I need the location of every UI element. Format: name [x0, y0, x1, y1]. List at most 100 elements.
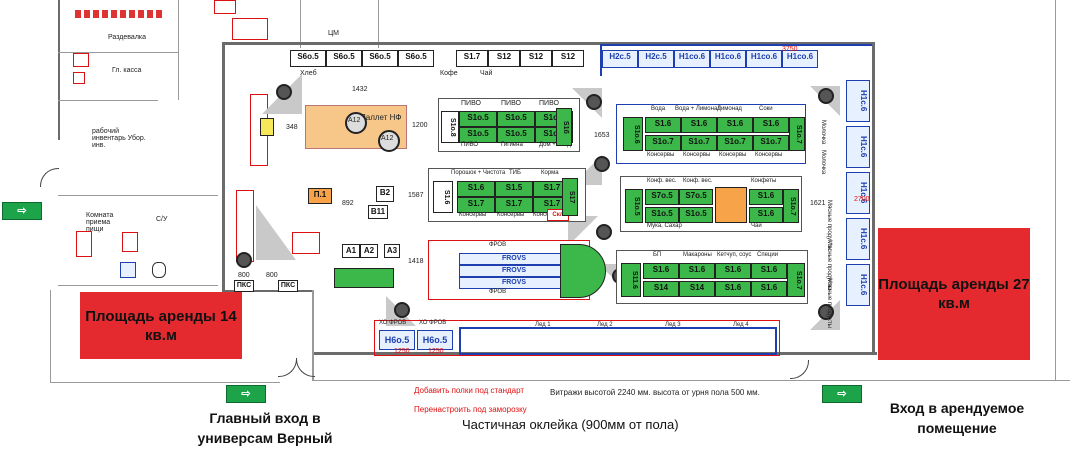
fixture-a12-2[interactable]	[378, 130, 400, 152]
water-r2-3[interactable]: S1o.7	[717, 135, 753, 151]
main-entrance-caption: Главный вход в универсам Верный	[197, 410, 333, 446]
fixture-a1[interactable]: A1	[342, 244, 360, 258]
water-header-1: Вода	[651, 106, 666, 112]
pasta-header-2: Макароны	[683, 252, 712, 258]
fruit-row-2[interactable]: FROVS	[459, 265, 569, 277]
fixture-a3[interactable]: A3	[384, 244, 400, 258]
water-r1-3[interactable]: S1.6	[717, 117, 753, 133]
pasta-r1-2[interactable]: S1.6	[679, 263, 715, 279]
candy-r2-3[interactable]: S1.6	[749, 207, 783, 223]
powder-r2-1[interactable]: S1.7	[457, 197, 495, 213]
fruit-row-1[interactable]: FROVS	[459, 253, 569, 265]
pasta-side-left[interactable]: S11.6	[621, 263, 641, 297]
candy-r1-1[interactable]: S7o.5	[645, 189, 679, 205]
fixture-tr-4[interactable]: H1co.6	[710, 50, 746, 68]
pasta-side-right[interactable]: S1o.7	[787, 263, 805, 297]
freezer-label-1: ХО ФРОВ	[379, 320, 407, 326]
water-side-right[interactable]: S1o.7	[789, 117, 805, 151]
pasta-r2-4[interactable]: S1.6	[751, 281, 787, 297]
freezer-unit-2[interactable]: H6o.5	[417, 330, 453, 350]
candy-block: Конф. вес. Конф. вес. Конфеты S7o.5 S7o.…	[620, 176, 802, 232]
checkout-2[interactable]	[292, 232, 320, 254]
fruit-row-3[interactable]: FROVS	[459, 277, 569, 289]
right-wall-1[interactable]: H1c.6	[846, 80, 870, 122]
top-right-row: H2c.5 H2c.5 H1co.6 H1co.6 H1co.6 H1co.6	[602, 50, 852, 70]
fixture-top-1[interactable]: S6o.5	[290, 50, 326, 67]
pks-2[interactable]: ПКС	[278, 280, 298, 292]
powder-r1-2[interactable]: S1.5	[495, 181, 533, 197]
beer-bottom-3: Дом + Уход	[539, 142, 571, 148]
powder-right-tag[interactable]: S17	[562, 178, 578, 216]
pks-1[interactable]: ПКС	[234, 280, 254, 292]
bottom-freezer-row: ХО ФРОВ ХО ФРОВ H6o.5 H6o.5 Лед 1 Лед 2 …	[374, 320, 780, 356]
fixture-b2[interactable]: B2	[376, 186, 394, 202]
right-wall-5[interactable]: H1c.6	[846, 264, 870, 306]
green-bins[interactable]	[334, 268, 394, 288]
pasta-r2-3[interactable]: S1.6	[715, 281, 751, 297]
powder-side[interactable]: S1.6	[433, 181, 453, 213]
dim-800b: 800	[266, 272, 278, 279]
candy-center[interactable]	[715, 187, 747, 223]
fixture-top-2[interactable]: S6o.5	[326, 50, 362, 67]
powder-r2-2[interactable]: S1.7	[495, 197, 533, 213]
fixture-tr-2[interactable]: H2c.5	[638, 50, 674, 68]
beer-r2-1[interactable]: S1o.5	[459, 127, 497, 143]
water-r2-1[interactable]: S1o.7	[645, 135, 681, 151]
right-wall-2[interactable]: H1c.6	[846, 126, 870, 168]
pasta-r1-3[interactable]: S1.6	[715, 263, 751, 279]
fixture-top-8[interactable]: S12	[552, 50, 584, 67]
fixture-a12-1[interactable]	[345, 112, 367, 134]
candy-r2-2[interactable]: S1o.5	[679, 207, 713, 223]
candy-side-right[interactable]: S1o.7	[783, 189, 799, 223]
freezer-unit-1[interactable]: H6o.5	[379, 330, 415, 350]
pasta-block: БП Макароны Кетчуп, соус Специи S1.6 S1.…	[616, 250, 808, 304]
water-r1-1[interactable]: S1.6	[645, 117, 681, 133]
candy-side-left[interactable]: S1o.5	[625, 189, 643, 223]
water-r2-2[interactable]: S1o.7	[681, 135, 717, 151]
beer-side[interactable]: S1o.8	[441, 111, 459, 143]
pasta-r1-1[interactable]: S1.6	[643, 263, 679, 279]
fixture-tr-1[interactable]: H2c.5	[602, 50, 638, 68]
camera-icon	[236, 252, 252, 268]
water-bottom-3: Консервы	[719, 152, 747, 158]
beer-r1-2[interactable]: S1o.5	[497, 111, 535, 127]
powder-r1-1[interactable]: S1.6	[457, 181, 495, 197]
fixture-tr-6[interactable]: H1co.6	[782, 50, 818, 68]
beer-r1-1[interactable]: S1o.5	[459, 111, 497, 127]
pasta-r2-1[interactable]: S14	[643, 281, 679, 297]
rental-area-14[interactable]: Площадь аренды 14 кв.м	[80, 292, 242, 359]
fixture-top-3[interactable]: S6o.5	[362, 50, 398, 67]
water-header-4: Соки	[759, 106, 773, 112]
water-r1-4[interactable]: S1.6	[753, 117, 789, 133]
candy-label-left: Мука, Сахар	[647, 223, 682, 229]
pasta-r1-4[interactable]: S1.6	[751, 263, 787, 279]
candy-r2-1[interactable]: S1o.5	[645, 207, 679, 223]
fixture-tr-5[interactable]: H1co.6	[746, 50, 782, 68]
fixture-a2[interactable]: A2	[360, 244, 378, 258]
right-wall-3[interactable]: H1c.6	[846, 172, 870, 214]
fixture-top-6[interactable]: S12	[488, 50, 520, 67]
exit-sign-left: ⇨	[2, 202, 42, 220]
fixture-top-5[interactable]: S1.7	[456, 50, 488, 67]
fruit-arc[interactable]	[560, 244, 606, 298]
candy-r1-2[interactable]: S7o.5	[679, 189, 713, 205]
water-r1-2[interactable]: S1.6	[681, 117, 717, 133]
fixture-top-4[interactable]: S6o.5	[398, 50, 434, 67]
water-bottom-1: Консервы	[647, 152, 675, 158]
yellow-cart[interactable]	[260, 118, 274, 136]
candy-r1-3[interactable]: S1.6	[749, 189, 783, 205]
water-side-left[interactable]: S1o.6	[623, 117, 643, 151]
fixture-b11[interactable]: B11	[368, 205, 388, 219]
water-r2-4[interactable]: S1o.7	[753, 135, 789, 151]
fixture-p1[interactable]: П.1	[308, 188, 332, 204]
beer-r2-2[interactable]: S1o.5	[497, 127, 535, 143]
freezer-case[interactable]	[459, 327, 777, 355]
pasta-r2-2[interactable]: S14	[679, 281, 715, 297]
beer-right-tag[interactable]: S1б	[556, 108, 572, 146]
right-wall-4[interactable]: H1c.6	[846, 218, 870, 260]
rental-area-27[interactable]: Площадь аренды 27 кв.м	[878, 228, 1030, 360]
fixture-top-7[interactable]: S12	[520, 50, 552, 67]
fixture-tr-3[interactable]: H1co.6	[674, 50, 710, 68]
fruit-header: ФРОВ	[489, 242, 507, 248]
right-wall-label-1: Молочка	[820, 120, 826, 145]
